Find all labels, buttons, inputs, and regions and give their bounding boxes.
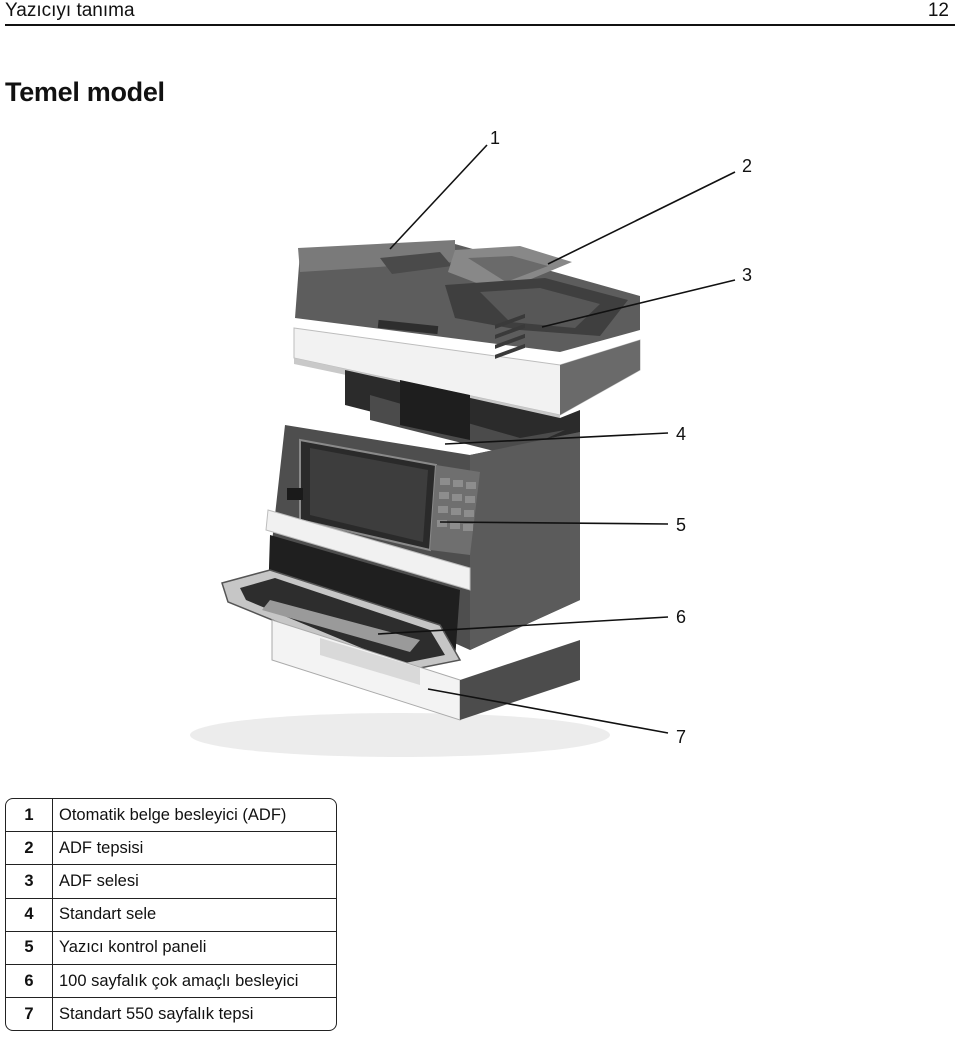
table-row: 6 100 sayfalık çok amaçlı besleyici bbox=[6, 964, 336, 999]
callout-2: 2 bbox=[742, 156, 752, 176]
callout-1: 1 bbox=[490, 128, 500, 148]
table-row: 1 Otomatik belge besleyici (ADF) bbox=[6, 799, 336, 833]
part-label: Yazıcı kontrol paneli bbox=[53, 932, 336, 965]
adf-unit bbox=[295, 240, 640, 352]
table-row: 2 ADF tepsisi bbox=[6, 832, 336, 866]
section-title: Temel model bbox=[5, 77, 165, 107]
page-header: Yazıcıyı tanıma 12 bbox=[5, 0, 955, 26]
page-number: 12 bbox=[927, 0, 949, 21]
callout-5: 5 bbox=[676, 515, 686, 535]
part-number: 3 bbox=[6, 865, 53, 899]
multipurpose-feeder bbox=[221, 535, 462, 673]
table-row: 5 Yazıcı kontrol paneli bbox=[6, 931, 336, 965]
part-label: 100 sayfalık çok amaçlı besleyici bbox=[53, 965, 336, 999]
part-label: Otomatik belge besleyici (ADF) bbox=[53, 799, 336, 833]
part-label: Standart sele bbox=[53, 899, 336, 932]
part-label: Standart 550 sayfalık tepsi bbox=[59, 1004, 254, 1023]
callout-7: 7 bbox=[676, 727, 686, 747]
part-label: ADF tepsisi bbox=[53, 832, 336, 866]
chapter-title: Yazıcıyı tanıma bbox=[5, 0, 135, 21]
table-row: 7 Standart 550 sayfalık tepsi bbox=[6, 998, 336, 1031]
part-label: ADF selesi bbox=[53, 865, 336, 899]
printer-illustration: 1 2 3 4 5 6 7 bbox=[190, 128, 752, 757]
part-number: 5 bbox=[6, 931, 53, 965]
callout-6: 6 bbox=[676, 607, 686, 627]
part-number: 7 bbox=[6, 998, 53, 1031]
part-number: 6 bbox=[6, 964, 53, 999]
part-number: 2 bbox=[6, 832, 53, 866]
part-number: 4 bbox=[6, 898, 53, 932]
parts-legend-table: 1 Otomatik belge besleyici (ADF) 2 ADF t… bbox=[5, 798, 337, 1032]
callout-4: 4 bbox=[676, 424, 686, 444]
table-row: 4 Standart sele bbox=[6, 898, 336, 932]
part-number: 1 bbox=[6, 799, 53, 833]
table-row: 3 ADF selesi bbox=[6, 865, 336, 899]
callout-3: 3 bbox=[742, 265, 752, 285]
